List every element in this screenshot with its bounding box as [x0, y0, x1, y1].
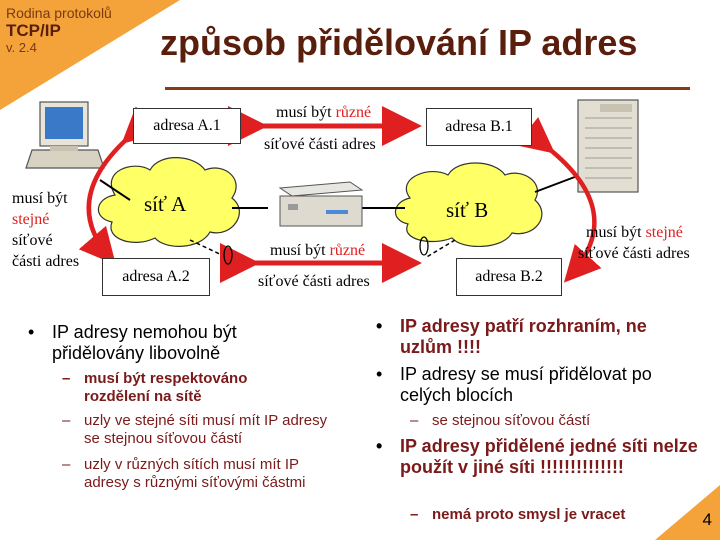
- mid-arrow-label-1: musí být různé: [270, 242, 366, 259]
- page-title: způsob přidělování IP adres: [160, 22, 638, 63]
- version-label: v. 2.4: [6, 40, 37, 55]
- page-number: 4: [702, 510, 712, 529]
- right-bullet-3: •IP adresy přidělené jedné síti nelze po…: [376, 436, 698, 477]
- left-sub-1: –musí být respektováno rozdělení na sítě: [62, 370, 248, 405]
- address-a1-box: adresa A.1: [133, 108, 241, 144]
- top-arrow-label-1: musí být různé: [276, 104, 372, 121]
- mid-arrow-label-emph: různé: [329, 242, 366, 259]
- right-sub-3: –nemá proto smysl je vracet: [410, 506, 626, 523]
- server-icon: [577, 99, 639, 193]
- left-note-line-2: stejné: [12, 211, 50, 228]
- right-note: musí být stejné síťové části adres: [578, 222, 690, 264]
- left-sub-3: –uzly v různých sítích musí mít IP adres…: [62, 456, 306, 491]
- right-bullet-1: •IP adresy patří rozhraním, ne uzlům !!!…: [376, 316, 647, 357]
- left-sub-2: –uzly ve stejné síti musí mít IP adresy …: [62, 412, 328, 447]
- interface-symbol-a: [223, 245, 233, 265]
- right-bullet-2: •IP adresy se musí přidělovat po celých …: [376, 364, 652, 405]
- cloud-a-label: síť A: [144, 192, 187, 216]
- left-bullet-1: •IP adresy nemohou být přidělovány libov…: [28, 322, 237, 363]
- right-sub-2: –se stejnou síťovou částí: [410, 412, 591, 429]
- left-note-line-3: síťové: [12, 232, 53, 249]
- right-note-line-2: síťové části adres: [578, 245, 690, 262]
- address-b2-box: adresa B.2: [456, 258, 562, 296]
- title-divider: [165, 87, 690, 90]
- corner-decoration: [0, 0, 180, 110]
- wire-b2: [424, 239, 456, 259]
- address-b1-box: adresa B.1: [426, 108, 532, 146]
- protocol-label: TCP/IP: [6, 21, 61, 40]
- router-icon: [278, 181, 364, 227]
- top-arrow-label-2: síťové části adres: [264, 136, 376, 153]
- left-note-line-4: části adres: [12, 253, 80, 270]
- right-note-line-1: musí být stejné: [586, 224, 683, 241]
- wire-b1: [534, 174, 581, 193]
- corner-decoration-bottom: [655, 485, 720, 540]
- series-label: Rodina protokolů: [6, 5, 112, 21]
- computer-icon: [25, 101, 105, 169]
- left-note: musí být stejné síťové části adres: [12, 188, 79, 272]
- bullet-dot: •: [28, 322, 35, 342]
- left-note-line-1: musí být: [12, 190, 68, 207]
- mid-arrow-label-2: síťové části adres: [258, 273, 370, 290]
- arrow-right-same: [515, 117, 602, 283]
- interface-symbol-b: [419, 236, 429, 256]
- address-a2-box: adresa A.2: [102, 258, 210, 296]
- arrow-left-same: [78, 106, 161, 265]
- top-arrow-label-emph: různé: [335, 104, 372, 121]
- cloud-b-label: síť B: [446, 198, 489, 222]
